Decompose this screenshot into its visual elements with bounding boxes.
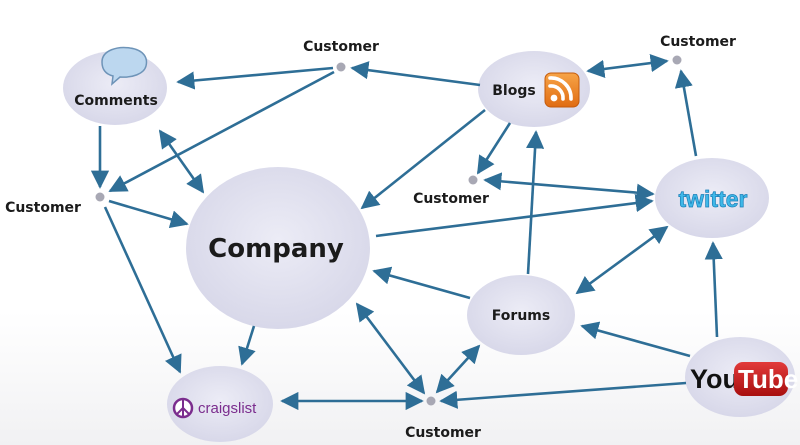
arrow-blogs-to-customer-middle [476,122,512,175]
comments-label: Comments [74,93,158,109]
customer-dot-right-top [672,55,682,65]
customer-dot-top [336,62,346,72]
youtube-logo: You Tube [690,362,798,396]
arrow-blogs-to-company [360,108,486,210]
arrow-customer-left-to-company [108,199,189,229]
customer-dot-left [95,192,105,202]
arrow-comments-company [158,129,205,194]
company-label: Company [208,234,344,264]
customer-dot-bottom [426,396,436,406]
twitter-logo-label: twitter [679,186,748,212]
arrow-group [90,54,723,411]
customer-label-bottom: Customer [405,425,481,441]
blogs-node [478,51,590,127]
craigslist-label: craigslist [198,400,257,417]
craigslist-node [167,366,273,442]
arrow-customer-left-to-craigslist [103,206,182,374]
arrow-blogs-customer-right-top [586,54,669,78]
arrow-customer-top-to-comments [176,66,334,90]
arrow-twitter-to-customer-right-top [674,69,698,157]
customer-label-right-top: Customer [660,34,736,50]
arrow-forums-to-blogs [525,130,545,275]
blogs-label: Blogs [492,83,535,99]
arrow-forums-to-company [372,266,471,300]
arrow-youtube-to-forums [580,321,691,358]
rss-icon [544,72,580,108]
customer-dot-middle [468,175,478,185]
arrow-customer-bottom-forums [435,344,481,394]
arrow-company-customer-bottom [355,302,426,395]
peace-sign-icon [172,397,194,419]
speech-bubble-icon [101,46,148,86]
customer-label-left: Customer [5,200,81,216]
arrow-customer-top-to-customer-left [108,70,335,193]
youtube-logo-you: You [690,364,739,394]
arrow-youtube-to-customer-bottom [439,381,687,409]
arrow-twitter-customer-middle [483,172,655,202]
forums-label: Forums [492,308,550,324]
youtube-logo-tube: Tube [738,364,798,394]
arrow-company-to-craigslist [238,325,256,366]
arrow-forums-twitter [575,225,669,295]
company-node [186,167,370,329]
arrow-company-to-twitter [375,194,654,238]
customer-label-middle: Customer [413,191,489,207]
customer-label-top: Customer [303,39,379,55]
forums-node [467,275,575,355]
arrow-youtube-to-twitter [704,241,723,338]
twitter-node [655,158,769,238]
arrow-blogs-to-customer-top [350,61,481,87]
